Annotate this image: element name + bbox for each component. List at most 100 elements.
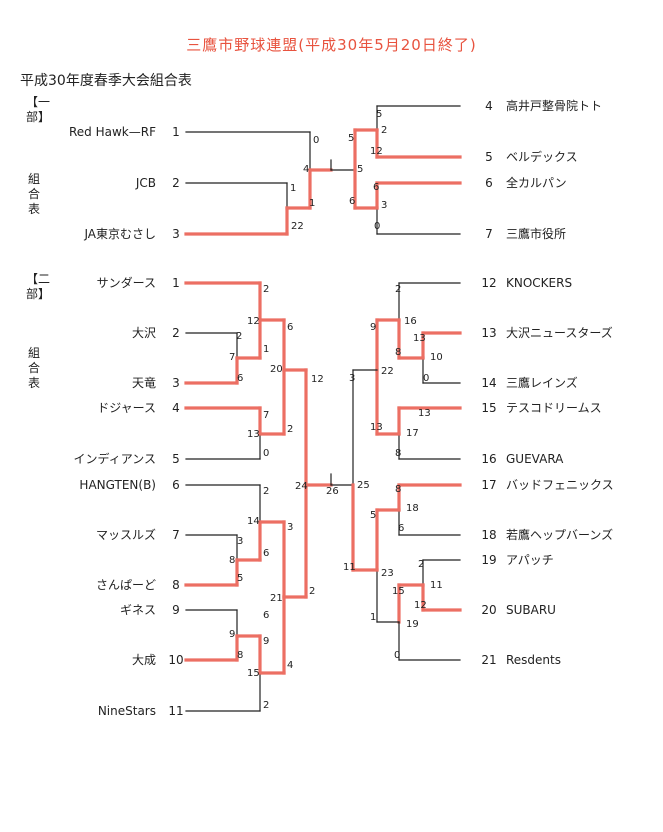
score-label: 6 xyxy=(237,373,243,384)
team-seed: 20 xyxy=(481,603,496,617)
score-label: 3 xyxy=(349,373,355,384)
score-label: 25 xyxy=(357,480,370,491)
team-seed: 17 xyxy=(481,478,496,492)
score-label: 12 xyxy=(311,374,324,385)
score-label: 12 xyxy=(370,146,383,157)
team-seed: 1 xyxy=(172,276,180,290)
team-name: 大沢 xyxy=(132,326,156,340)
score-label: 6 xyxy=(349,196,355,207)
score-label: 18 xyxy=(406,503,419,514)
score-label: 26 xyxy=(326,486,339,497)
score-label: 13 xyxy=(370,422,383,433)
score-label: 13 xyxy=(247,429,260,440)
score-label: 2 xyxy=(236,331,242,342)
team-seed: 12 xyxy=(481,276,496,290)
score-label: 2 xyxy=(309,586,315,597)
team-name: 大沢ニュースターズ xyxy=(506,325,613,340)
team-seed: 2 xyxy=(172,176,180,190)
team-seed: 4 xyxy=(485,99,493,113)
score-label: 8 xyxy=(237,650,243,661)
page-subtitle: 平成30年度春季大会組合表 xyxy=(20,73,192,89)
score-label: 21 xyxy=(270,593,283,604)
team-name: GUEVARA xyxy=(506,452,564,466)
score-label: 5 xyxy=(376,109,382,120)
score-label: 0 xyxy=(394,650,400,661)
division1-label-bottom: 組合表 xyxy=(27,172,40,216)
team-name: NineStars xyxy=(98,704,156,718)
score-label: 16 xyxy=(404,316,417,327)
score-label: 7 xyxy=(263,410,269,421)
team-seed: 19 xyxy=(481,553,496,567)
team-name: HANGTEN(B) xyxy=(79,478,156,492)
team-seed: 2 xyxy=(172,326,180,340)
score-label: 22 xyxy=(381,366,394,377)
score-label: 0 xyxy=(423,373,429,384)
team-name: Red Hawk—RF xyxy=(69,125,156,139)
score-label: 9 xyxy=(263,636,269,647)
score-label: 1 xyxy=(290,183,296,194)
score-label: 3 xyxy=(287,522,293,533)
score-label: 24 xyxy=(295,481,308,492)
score-label: 11 xyxy=(430,580,443,591)
team-seed: 6 xyxy=(485,176,493,190)
score-label: 1 xyxy=(309,198,315,209)
score-label: 5 xyxy=(357,164,363,175)
team-seed: 16 xyxy=(481,452,496,466)
score-label: 13 xyxy=(413,333,426,344)
score-label: 1 xyxy=(263,344,269,355)
score-label: 9 xyxy=(370,322,376,333)
team-name: 天竜 xyxy=(132,376,156,390)
score-label: 5 xyxy=(348,133,354,144)
score-label: 4 xyxy=(303,164,309,175)
team-name: 全カルパン xyxy=(506,175,567,190)
score-label: 15 xyxy=(247,668,260,679)
team-name: ドジャース xyxy=(97,401,156,415)
score-label: 3 xyxy=(381,200,387,211)
score-label: 15 xyxy=(392,586,405,597)
score-label: 0 xyxy=(263,448,269,459)
team-seed: 1 xyxy=(172,125,180,139)
score-label: 0 xyxy=(313,135,319,146)
team-seed: 7 xyxy=(172,528,180,542)
team-name: バッドフェニックス xyxy=(506,478,614,492)
score-label: 6 xyxy=(263,548,269,559)
score-label: 2 xyxy=(263,486,269,497)
team-name: JA東京むさし xyxy=(83,227,156,241)
score-label: 8 xyxy=(395,484,401,495)
score-label: 4 xyxy=(287,660,293,671)
score-label: 8 xyxy=(395,448,401,459)
score-label: 19 xyxy=(406,619,419,630)
score-label: 2 xyxy=(418,559,424,570)
team-name: マッスルズ xyxy=(96,527,156,542)
score-label: 6 xyxy=(287,322,293,333)
score-label: 6 xyxy=(398,523,404,534)
team-name: 大成 xyxy=(132,653,156,667)
score-label: 0 xyxy=(374,221,380,232)
team-seed: 3 xyxy=(172,227,180,241)
score-label: 7 xyxy=(229,352,235,363)
team-seed: 15 xyxy=(481,401,496,415)
team-name: さんぱーど xyxy=(96,578,156,592)
team-seed: 6 xyxy=(172,478,180,492)
score-label: 22 xyxy=(291,221,304,232)
team-name: SUBARU xyxy=(506,603,556,617)
team-name: 若鷹ヘップバーンズ xyxy=(506,527,613,542)
score-label: 3 xyxy=(237,536,243,547)
team-name: テスコドリームス xyxy=(506,401,602,415)
team-seed: 10 xyxy=(168,653,183,667)
team-name: Resdents xyxy=(506,653,561,667)
score-label: 17 xyxy=(406,428,419,439)
team-seed: 13 xyxy=(481,326,496,340)
team-seed: 5 xyxy=(485,150,493,164)
team-name: ギネス xyxy=(120,603,156,617)
team-seed: 11 xyxy=(168,704,183,718)
team-name: 三鷹市役所 xyxy=(506,226,566,241)
page-title: 三鷹市野球連盟(平成30年5月20日終了) xyxy=(186,36,477,54)
score-label: 2 xyxy=(381,125,387,136)
team-name: インディアンス xyxy=(74,451,156,466)
team-name: 三鷹レインズ xyxy=(506,375,578,390)
score-label: 2 xyxy=(395,284,401,295)
score-label: 23 xyxy=(381,568,394,579)
team-seed: 7 xyxy=(485,227,493,241)
